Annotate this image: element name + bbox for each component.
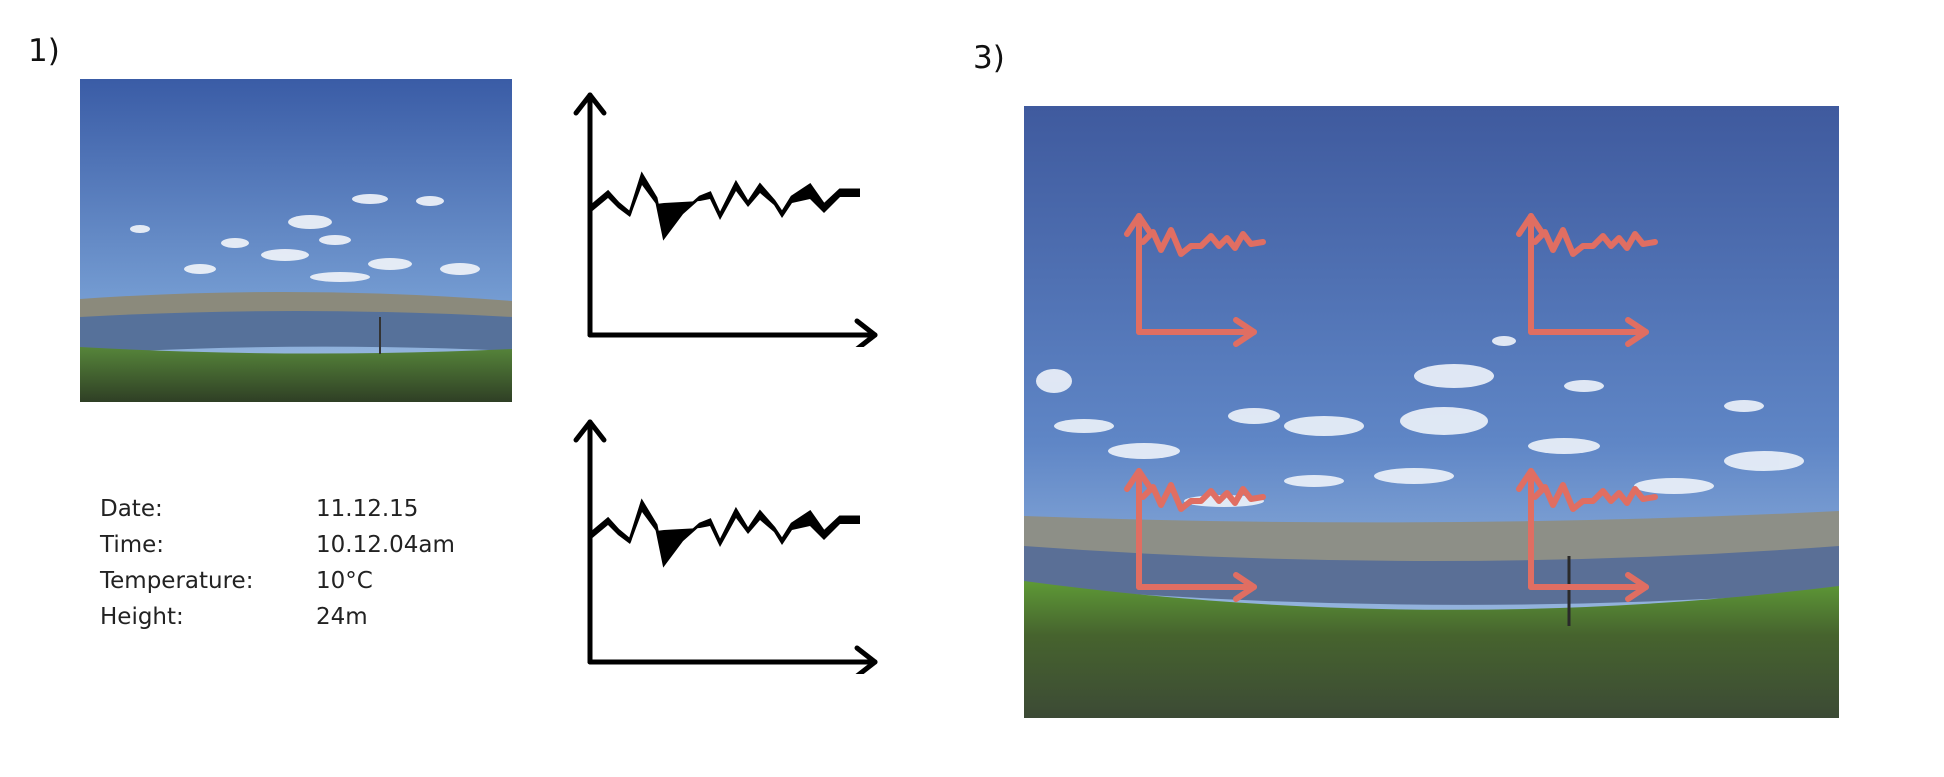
- axes-graph-icon: [573, 92, 878, 352]
- schematic-graph-bottom: [560, 412, 880, 679]
- panel-3-label: 3): [973, 40, 1005, 76]
- axes-graph-icon: [573, 419, 878, 679]
- metadata-value: 24m: [316, 604, 368, 630]
- metadata-value: 10.12.04am: [316, 532, 455, 558]
- metadata-key: Date:: [100, 496, 163, 522]
- sky-photo-large: [1024, 106, 1839, 718]
- metadata-key: Temperature:: [100, 568, 254, 594]
- metadata-key: Time:: [100, 532, 165, 558]
- metadata-key: Height:: [100, 604, 184, 630]
- sky-photo-small: [80, 79, 512, 402]
- metadata-value: 10°C: [316, 568, 373, 594]
- overlay-graph-icon: [1124, 213, 1658, 602]
- panel-1-label: 1): [28, 33, 60, 69]
- metadata-value: 11.12.15: [316, 496, 419, 522]
- schematic-graph-top: [560, 85, 880, 352]
